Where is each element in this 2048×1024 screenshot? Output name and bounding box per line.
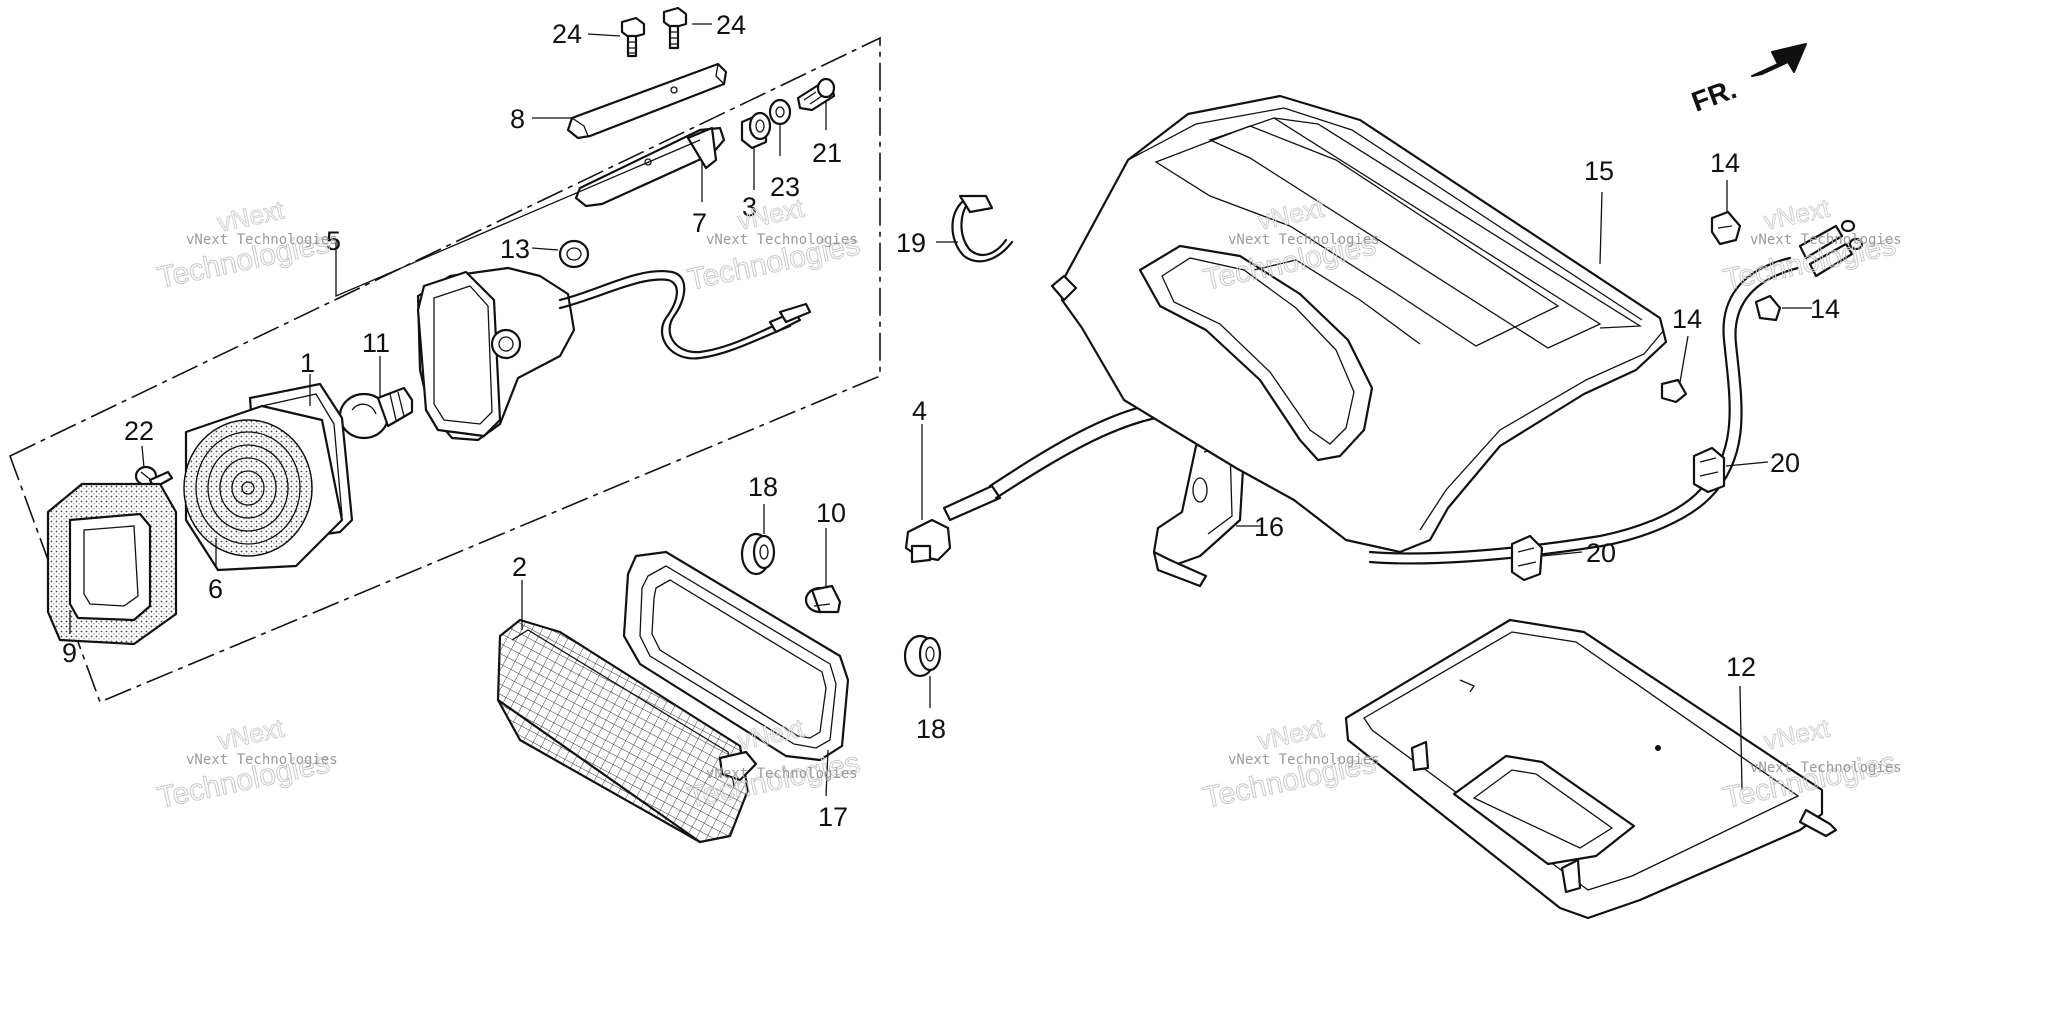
svg-text:vNext Technologies: vNext Technologies bbox=[1750, 232, 1902, 248]
svg-text:vNext Technologies: vNext Technologies bbox=[186, 232, 338, 248]
callout-20-right: 20 bbox=[1770, 448, 1800, 478]
callout-14-top: 14 bbox=[1710, 148, 1740, 178]
callout-5: 5 bbox=[326, 226, 341, 256]
callout-24-right: 24 bbox=[716, 10, 746, 40]
callout-21: 21 bbox=[812, 138, 842, 168]
clamp-19 bbox=[951, 194, 1014, 263]
bezel-9 bbox=[46, 482, 178, 646]
callout-17: 17 bbox=[818, 802, 848, 832]
watermark-left-top: Technologies vNext vNext Technologies bbox=[154, 194, 338, 295]
svg-text:vNext Technologies: vNext Technologies bbox=[706, 766, 858, 782]
clip-14-mid bbox=[1660, 378, 1688, 404]
callout-11: 11 bbox=[362, 328, 390, 358]
clip-14-right bbox=[1754, 294, 1782, 322]
clip-20-right bbox=[1692, 446, 1726, 494]
callout-18-top: 18 bbox=[748, 472, 778, 502]
svg-text:vNext: vNext bbox=[1255, 713, 1327, 756]
callout-7: 7 bbox=[692, 208, 707, 238]
bracket-7 bbox=[574, 126, 726, 208]
svg-text:vNext: vNext bbox=[1761, 713, 1833, 756]
bolt-24-right bbox=[662, 6, 688, 50]
tray-12 bbox=[1344, 618, 1838, 920]
callout-12: 12 bbox=[1726, 652, 1756, 682]
leader-lines bbox=[69, 23, 1812, 797]
clip-14-top bbox=[1710, 210, 1742, 246]
bracket-8 bbox=[566, 62, 728, 140]
watermark-center-top: Technologies vNext vNext Technologies bbox=[684, 192, 863, 297]
screw-21 bbox=[796, 77, 836, 112]
grommet-18-bottom bbox=[903, 634, 942, 678]
callout-10: 10 bbox=[816, 498, 846, 528]
svg-text:vNext: vNext bbox=[215, 713, 287, 756]
svg-text:vNext Technologies: vNext Technologies bbox=[706, 232, 858, 248]
clip-20-left bbox=[1510, 534, 1544, 582]
grommet-3 bbox=[740, 111, 772, 150]
bolt-24-left bbox=[620, 16, 646, 58]
callout-14-right: 14 bbox=[1810, 294, 1840, 324]
callout-4: 4 bbox=[912, 396, 927, 426]
callout-9: 9 bbox=[62, 638, 77, 668]
cover-15 bbox=[1050, 94, 1668, 554]
callout-3: 3 bbox=[742, 192, 757, 222]
svg-text:vNext: vNext bbox=[1761, 193, 1833, 236]
watermark-far-right-top: Technologies vNext vNext Technologies bbox=[1720, 192, 1902, 297]
lens-2 bbox=[496, 618, 758, 844]
callouts: 24 24 8 21 23 3 7 13 5 11 1 22 6 9 19 4 … bbox=[62, 10, 1840, 832]
gasket-17 bbox=[622, 550, 850, 762]
callout-13: 13 bbox=[500, 234, 530, 264]
bulb-11 bbox=[338, 386, 414, 440]
callout-8: 8 bbox=[510, 104, 525, 134]
housing-5 bbox=[416, 266, 812, 442]
svg-text:vNext Technologies: vNext Technologies bbox=[186, 752, 338, 768]
callout-14-mid: 14 bbox=[1672, 304, 1702, 334]
svg-text:vNext Technologies: vNext Technologies bbox=[1228, 232, 1380, 248]
svg-text:vNext Technologies: vNext Technologies bbox=[1228, 752, 1380, 768]
front-direction-indicator: FR. bbox=[1687, 43, 1807, 118]
grommet-18-top bbox=[740, 532, 776, 576]
washer-23 bbox=[768, 98, 792, 126]
svg-text:vNext Technologies: vNext Technologies bbox=[1750, 760, 1902, 776]
callout-23: 23 bbox=[770, 172, 800, 202]
callout-22: 22 bbox=[124, 416, 154, 446]
watermark-left-bottom: Technologies vNext vNext Technologies bbox=[154, 712, 338, 815]
callout-2: 2 bbox=[512, 552, 527, 582]
callout-15: 15 bbox=[1584, 156, 1614, 186]
assembly-outline bbox=[8, 36, 881, 704]
bulb-10 bbox=[804, 584, 842, 614]
callout-6: 6 bbox=[208, 574, 223, 604]
front-label: FR. bbox=[1687, 73, 1740, 118]
callout-18-bottom: 18 bbox=[916, 714, 946, 744]
callout-16: 16 bbox=[1254, 512, 1284, 542]
front-arrow-icon bbox=[1751, 43, 1807, 77]
callout-24-left: 24 bbox=[552, 19, 582, 49]
callout-20-left: 20 bbox=[1586, 538, 1616, 568]
lens-6 bbox=[183, 404, 344, 572]
harness-right bbox=[1368, 219, 1864, 565]
callout-19: 19 bbox=[896, 228, 926, 258]
callout-1: 1 bbox=[300, 348, 315, 378]
grommet-13 bbox=[558, 239, 590, 269]
